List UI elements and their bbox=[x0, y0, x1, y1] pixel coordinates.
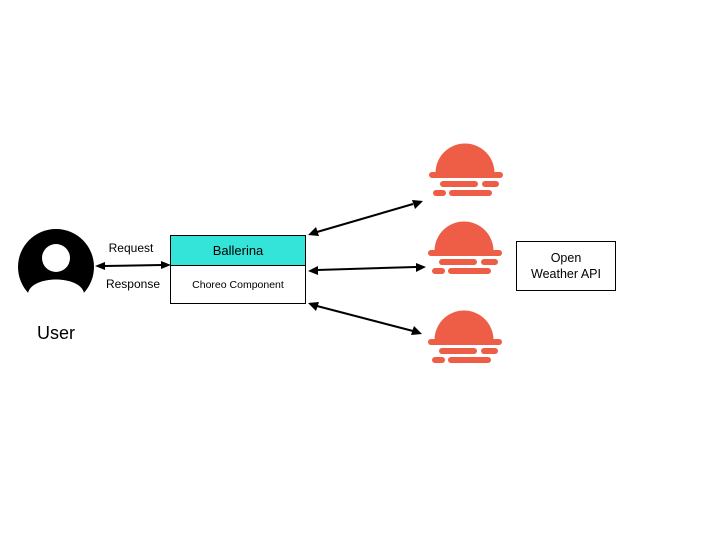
api-label-line-2: Weather API bbox=[531, 267, 601, 281]
middle-service-arrowhead-right-icon bbox=[416, 263, 426, 272]
user-label: User bbox=[36, 323, 75, 343]
bottom-service-arrowhead-right-icon bbox=[411, 326, 422, 335]
weather-sunset-icon bbox=[428, 310, 502, 363]
user-component-arrow-line bbox=[103, 264, 163, 267]
choreo-component-box: Ballerina Choreo Component bbox=[170, 235, 306, 304]
top-service-arrow-line bbox=[316, 203, 414, 233]
bottom-service-arrowhead-left-icon bbox=[308, 302, 319, 311]
middle-service-arrowhead-left-icon bbox=[308, 266, 318, 275]
top-service-arrowhead-right-icon bbox=[412, 200, 423, 209]
choreo-component-label: Choreo Component bbox=[192, 279, 284, 291]
top-service-arrowhead-left-icon bbox=[308, 227, 319, 236]
api-label-line-1: Open bbox=[550, 251, 582, 265]
request-label: Request bbox=[108, 241, 154, 255]
open-weather-api-box: Open Weather API bbox=[516, 241, 616, 291]
bottom-service-arrow-line bbox=[316, 305, 414, 332]
weather-sunset-icon bbox=[428, 221, 502, 274]
weather-sunset-icon bbox=[429, 143, 503, 196]
response-label: Response bbox=[105, 277, 161, 291]
user-avatar-icon bbox=[18, 229, 94, 306]
user-arrowhead-icon bbox=[95, 262, 105, 270]
ballerina-header: Ballerina bbox=[171, 236, 305, 266]
middle-service-arrow-line bbox=[316, 266, 417, 271]
component-arrowhead-icon bbox=[161, 261, 171, 269]
